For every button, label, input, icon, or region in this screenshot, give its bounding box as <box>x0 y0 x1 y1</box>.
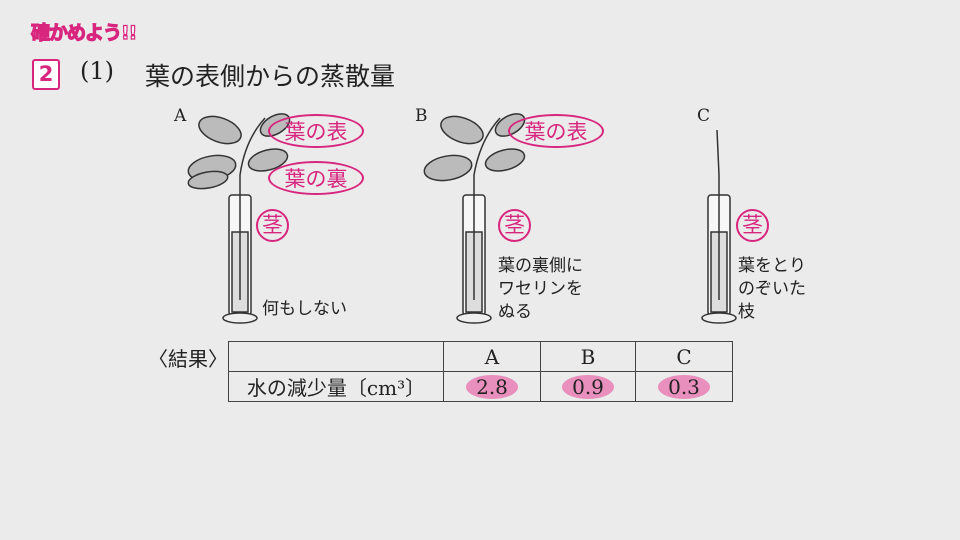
stem-c <box>716 129 720 300</box>
value-c: 0.3 <box>658 374 710 399</box>
note-a: 何もしない <box>262 299 347 319</box>
tag-stem-b: 茎 <box>498 209 531 242</box>
check-badge: 確かめよう!! <box>30 21 138 44</box>
tag-leaf-top-a: 葉の表 <box>268 114 364 148</box>
note-c: 葉をとり のぞいた 枝 <box>738 256 806 322</box>
value-cell-a: 2.8 <box>443 371 541 402</box>
results-table: A B C 水の減少量〔cm³〕 2.8 0.9 0.3 <box>228 341 733 402</box>
note-b: 葉の裏側に ワセリンを ぬる <box>498 256 583 322</box>
results-label: 〈結果〉 <box>148 347 228 371</box>
tag-stem-c: 茎 <box>736 209 769 242</box>
column-header: A <box>443 341 541 372</box>
stem-b <box>473 117 501 300</box>
value-b: 0.9 <box>562 374 614 399</box>
tag-leaf-top-b: 葉の表 <box>508 114 604 148</box>
column-header: C <box>635 341 733 372</box>
question-number: 2 <box>32 59 60 90</box>
value-cell-b: 0.9 <box>540 371 636 402</box>
subquestion-number: (1) <box>80 57 114 85</box>
page-title: 葉の表側からの蒸散量 <box>145 62 396 91</box>
value-a: 2.8 <box>466 374 518 399</box>
figure-b-label: B <box>415 106 428 126</box>
column-header: B <box>540 341 636 372</box>
figure-c-label: C <box>697 106 711 126</box>
table-row: 水の減少量〔cm³〕 2.8 0.9 0.3 <box>228 371 733 402</box>
value-cell-c: 0.3 <box>635 371 733 402</box>
empty-cell <box>228 341 444 372</box>
leaves-b <box>423 113 526 182</box>
tag-stem-a: 茎 <box>256 209 289 242</box>
figure-a-label: A <box>174 106 187 126</box>
tag-leaf-bottom-a: 葉の裏 <box>268 161 364 195</box>
table-header-row: A B C <box>228 341 733 372</box>
stem-a <box>239 117 266 300</box>
row-label: 水の減少量〔cm³〕 <box>228 371 444 402</box>
